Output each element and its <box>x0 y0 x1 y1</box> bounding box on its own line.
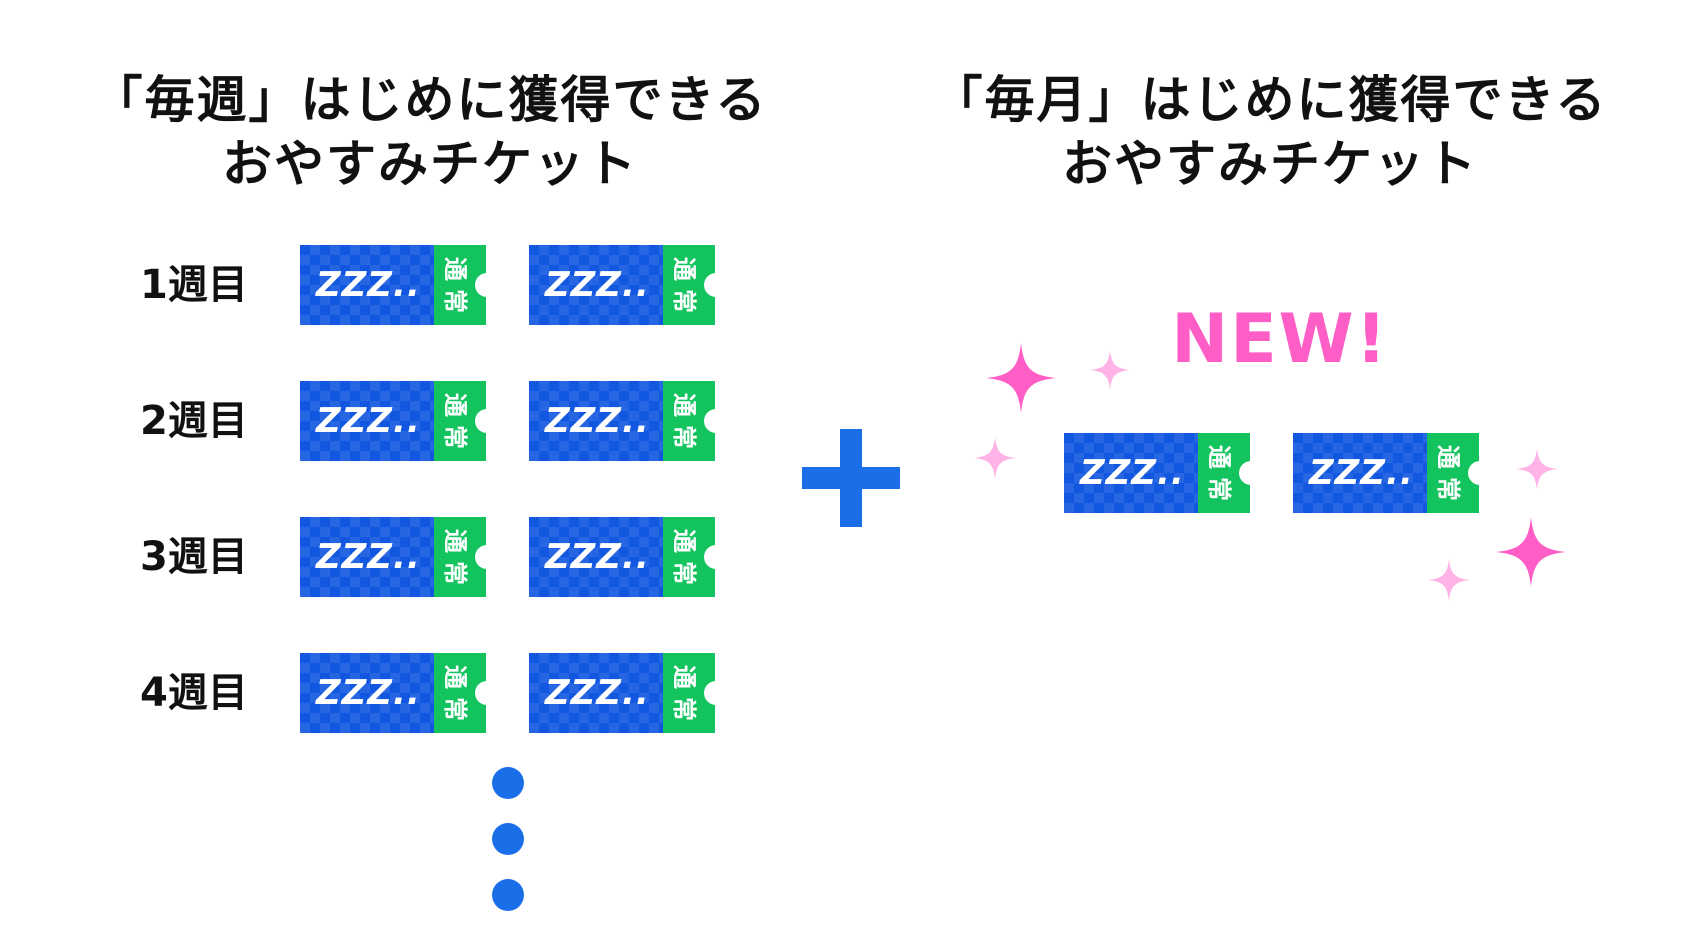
stub-char: 常 <box>441 289 469 313</box>
weekly-heading-line1: 「毎週」はじめに獲得できる <box>92 71 768 129</box>
ticket-stub-label: 通常 <box>1430 441 1466 505</box>
stub-char: 常 <box>1205 477 1233 501</box>
ticket-week3-b: ZZZ.. 通常 <box>529 517 728 597</box>
sparkle-icon <box>1428 559 1470 601</box>
ticket-notch <box>475 681 499 705</box>
ticket-zzz-text: ZZZ.. <box>1309 453 1414 493</box>
stub-char: 通 <box>441 529 469 553</box>
ticket-monthly-a: ZZZ.. 通常 <box>1064 433 1263 513</box>
ticket-notch <box>475 409 499 433</box>
ticket-zzz-text: ZZZ.. <box>545 265 650 305</box>
ticket-zzz-text: ZZZ.. <box>316 401 421 441</box>
ticket-week1-a: ZZZ.. 通常 <box>300 245 499 325</box>
plus-icon-bar-vertical <box>840 429 862 527</box>
ticket-stub-label: 通常 <box>1201 441 1237 505</box>
stub-char: 通 <box>670 257 698 281</box>
ticket-zzz-text: ZZZ.. <box>545 673 650 713</box>
ticket-body <box>300 245 434 325</box>
sparkle-icon <box>1496 517 1566 587</box>
ticket-body <box>529 245 663 325</box>
ticket-body <box>300 653 434 733</box>
ellipsis-dot-icon <box>492 767 524 799</box>
stub-char: 常 <box>1434 477 1462 501</box>
ticket-body <box>300 517 434 597</box>
week-label-3: 3週目 <box>140 534 248 580</box>
ticket-notch <box>1239 461 1263 485</box>
ticket-stub-label: 通常 <box>437 253 473 317</box>
stub-char: 常 <box>670 697 698 721</box>
stub-char: 通 <box>670 393 698 417</box>
ellipsis-dot-icon <box>492 879 524 911</box>
ticket-week4-b: ZZZ.. 通常 <box>529 653 728 733</box>
ticket-stub-label: 通常 <box>437 525 473 589</box>
ellipsis-dot-icon <box>492 823 524 855</box>
sparkle-icon <box>1090 350 1130 390</box>
stub-char: 通 <box>441 257 469 281</box>
ticket-zzz-text: ZZZ.. <box>316 673 421 713</box>
ticket-zzz-text: ZZZ.. <box>316 537 421 577</box>
stub-char: 常 <box>441 425 469 449</box>
ticket-notch <box>704 681 728 705</box>
ticket-body <box>1293 433 1427 513</box>
ticket-stub-label: 通常 <box>666 661 702 725</box>
ticket-zzz-text: ZZZ.. <box>545 401 650 441</box>
stub-char: 通 <box>441 665 469 689</box>
sparkle-icon <box>986 343 1056 413</box>
ticket-zzz-text: ZZZ.. <box>545 537 650 577</box>
stub-char: 通 <box>1205 445 1233 469</box>
ticket-notch <box>704 273 728 297</box>
ticket-notch <box>475 545 499 569</box>
ticket-zzz-text: ZZZ.. <box>316 265 421 305</box>
ticket-body <box>529 517 663 597</box>
ticket-notch <box>704 409 728 433</box>
ticket-stub-label: 通常 <box>437 661 473 725</box>
ticket-week4-a: ZZZ.. 通常 <box>300 653 499 733</box>
monthly-heading-line2: おやすみチケット <box>1062 135 1478 193</box>
ticket-zzz-text: ZZZ.. <box>1080 453 1185 493</box>
ticket-body <box>1064 433 1198 513</box>
ticket-stub-label: 通常 <box>666 253 702 317</box>
ticket-notch <box>475 273 499 297</box>
ticket-notch <box>704 545 728 569</box>
stub-char: 通 <box>670 665 698 689</box>
ticket-body <box>300 381 434 461</box>
stub-char: 通 <box>1434 445 1462 469</box>
ticket-stub-label: 通常 <box>437 389 473 453</box>
ticket-notch <box>1468 461 1492 485</box>
monthly-heading-line1: 「毎月」はじめに獲得できる <box>932 71 1608 129</box>
sparkle-icon <box>974 437 1016 479</box>
stub-char: 通 <box>670 529 698 553</box>
ticket-week2-b: ZZZ.. 通常 <box>529 381 728 461</box>
weekly-heading: 「毎週」はじめに獲得できる おやすみチケット <box>60 68 800 196</box>
stub-char: 常 <box>670 561 698 585</box>
ticket-stub-label: 通常 <box>666 389 702 453</box>
new-badge: NEW! <box>1171 300 1389 379</box>
ticket-stub-label: 通常 <box>666 525 702 589</box>
ticket-body <box>529 653 663 733</box>
stub-char: 通 <box>441 393 469 417</box>
ticket-week1-b: ZZZ.. 通常 <box>529 245 728 325</box>
ticket-monthly-b: ZZZ.. 通常 <box>1293 433 1492 513</box>
ticket-week3-a: ZZZ.. 通常 <box>300 517 499 597</box>
ticket-body <box>529 381 663 461</box>
week-label-1: 1週目 <box>140 262 248 308</box>
week-label-4: 4週目 <box>140 670 248 716</box>
monthly-heading: 「毎月」はじめに獲得できる おやすみチケット <box>900 68 1640 196</box>
ticket-week2-a: ZZZ.. 通常 <box>300 381 499 461</box>
week-label-2: 2週目 <box>140 398 248 444</box>
sparkle-icon <box>1516 448 1558 490</box>
stub-char: 常 <box>441 561 469 585</box>
stub-char: 常 <box>441 697 469 721</box>
stub-char: 常 <box>670 425 698 449</box>
stub-char: 常 <box>670 289 698 313</box>
weekly-heading-line2: おやすみチケット <box>222 135 638 193</box>
